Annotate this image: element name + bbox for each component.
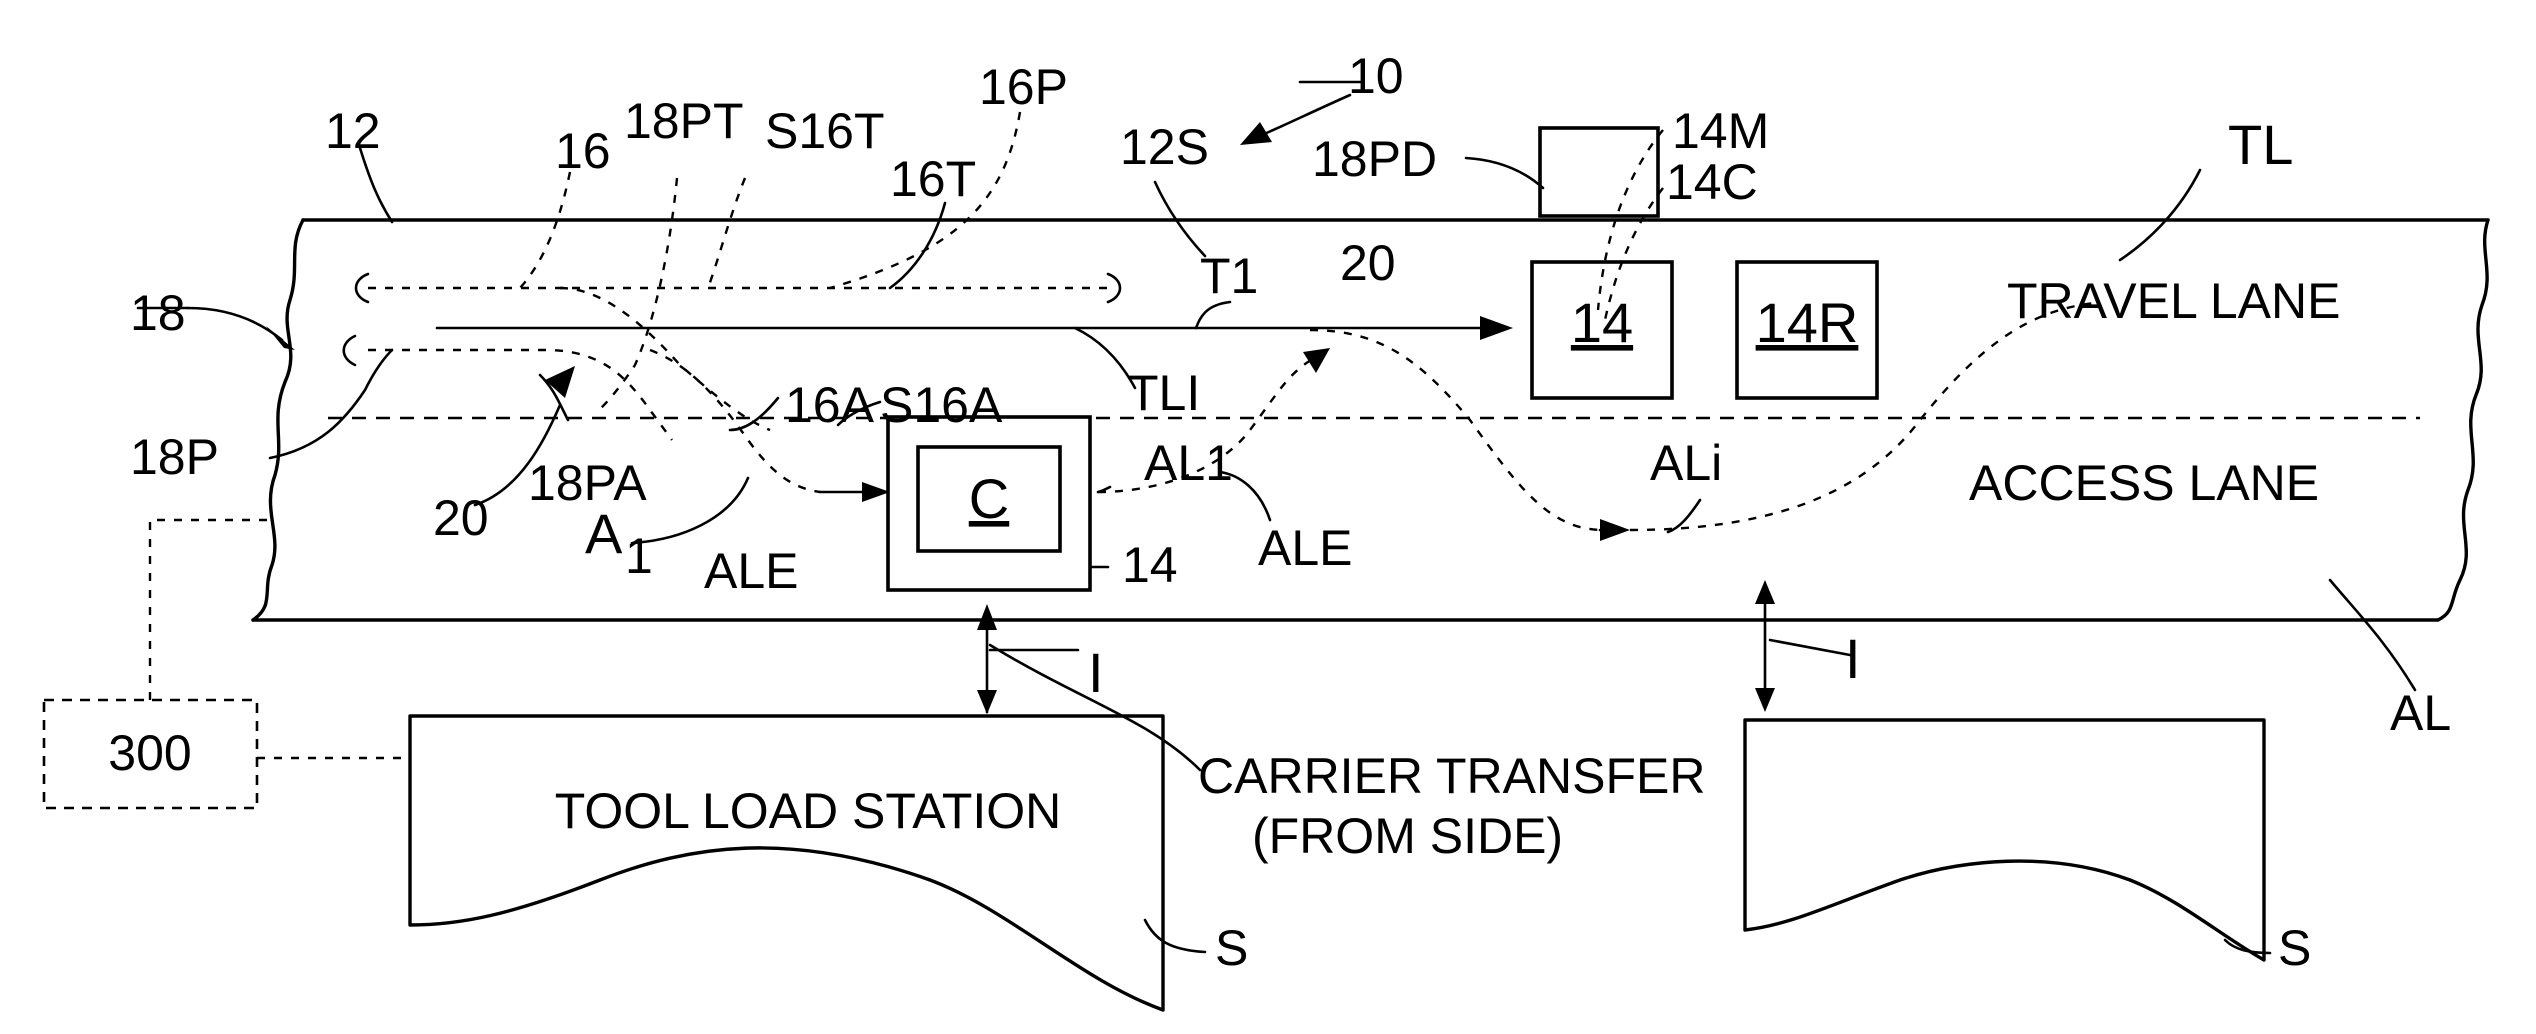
cart-14R-label: 14R xyxy=(1756,291,1859,354)
label-18P: 18P xyxy=(130,429,219,485)
interface-arrow-right-up xyxy=(1755,580,1775,604)
label-S-left: S xyxy=(1215,920,1248,976)
label-TLI: TLI xyxy=(1128,365,1200,421)
carrier-C-label: C xyxy=(969,467,1009,530)
carrier-transfer-line2: (FROM SIDE) xyxy=(1252,808,1563,864)
leader-16 xyxy=(520,172,570,288)
arrow-20-exit-head xyxy=(1303,348,1330,373)
leader-S16T xyxy=(708,178,745,288)
leader-TL xyxy=(2120,170,2200,260)
track-right-break xyxy=(2438,220,2488,620)
label-I-left: I xyxy=(1088,641,1104,704)
tool-load-station-shape xyxy=(410,716,1163,1010)
leader-AL1 xyxy=(1098,487,1110,492)
box-18PD xyxy=(1540,128,1658,216)
path-18P xyxy=(368,350,672,440)
leader-TLI xyxy=(1075,328,1135,388)
label-16: 16 xyxy=(555,123,611,179)
label-I-right: I xyxy=(1845,627,1861,690)
label-18PD: 18PD xyxy=(1312,131,1437,187)
travel-lane-label: TRAVEL LANE xyxy=(2007,273,2340,329)
label-12S: 12S xyxy=(1120,119,1209,175)
track-left-break xyxy=(253,220,303,620)
path-16T-start-cap xyxy=(356,274,368,302)
path-16T-end-cap xyxy=(1108,274,1120,302)
leader-18 xyxy=(188,308,282,340)
stations: TOOL LOAD STATION 300 xyxy=(44,520,2264,1010)
leader-16T xyxy=(890,203,945,288)
leader-20-left-head xyxy=(545,366,575,398)
leader-18PT xyxy=(596,178,677,412)
label-16T: 16T xyxy=(890,151,976,207)
label-AL: AL xyxy=(2390,685,2451,741)
label-18: 18 xyxy=(130,285,186,341)
leader-I-right xyxy=(1770,640,1850,655)
label-ALi: ALi xyxy=(1650,435,1722,491)
label-TL: TL xyxy=(2228,113,2293,176)
label-A-subscript: 1 xyxy=(625,528,653,584)
controller-link-track xyxy=(150,520,275,700)
interface-arrow-left-up xyxy=(977,604,997,630)
reference-labels: 10 12 16 18PT S16T 16P 16T 12S 18PD 14M … xyxy=(130,48,2451,976)
path-18P-start-cap xyxy=(344,336,355,365)
leader-18PD xyxy=(1466,158,1543,188)
label-T1: T1 xyxy=(1200,248,1258,304)
leader-12 xyxy=(360,148,392,222)
leader-16A xyxy=(730,398,778,430)
leader-T1 xyxy=(1196,302,1230,328)
label-18PT: 18PT xyxy=(624,93,744,149)
tool-load-station-label: TOOL LOAD STATION xyxy=(555,783,1062,839)
interface-arrow-left-down xyxy=(977,690,997,714)
label-AL1: AL1 xyxy=(1144,435,1233,491)
controller-300-label: 300 xyxy=(108,725,191,781)
label-14M: 14M xyxy=(1672,103,1769,159)
label-S-right: S xyxy=(2278,920,2311,976)
arrow-into-carrier-head xyxy=(862,482,890,502)
label-20-left: 20 xyxy=(433,490,489,546)
access-lane-label: ACCESS LANE xyxy=(1969,455,2319,511)
label-14-carrier: 14 xyxy=(1122,537,1178,593)
label-A: A xyxy=(585,502,623,565)
label-20-top: 20 xyxy=(1340,235,1396,291)
label-14C: 14C xyxy=(1666,154,1758,210)
label-ALE-left: ALE xyxy=(704,543,799,599)
label-ALE-right: ALE xyxy=(1258,520,1353,576)
label-16P: 16P xyxy=(979,59,1068,115)
leader-S-left xyxy=(1145,920,1205,952)
label-S16A: S16A xyxy=(880,377,1003,433)
label-S16T: S16T xyxy=(765,103,885,159)
label-16A: 16A xyxy=(785,377,875,433)
right-station-shape xyxy=(1745,720,2264,960)
interface-arrow-right-down xyxy=(1755,688,1775,712)
label-12: 12 xyxy=(325,103,381,159)
cart-14-label: 14 xyxy=(1571,291,1633,354)
label-10: 10 xyxy=(1348,48,1404,104)
travel-path-arrowhead xyxy=(1480,316,1513,340)
leader-AL xyxy=(2330,580,2415,690)
arrow-ALi-head xyxy=(1600,519,1630,541)
carrier-transfer-line1: CARRIER TRANSFER xyxy=(1198,748,1705,804)
